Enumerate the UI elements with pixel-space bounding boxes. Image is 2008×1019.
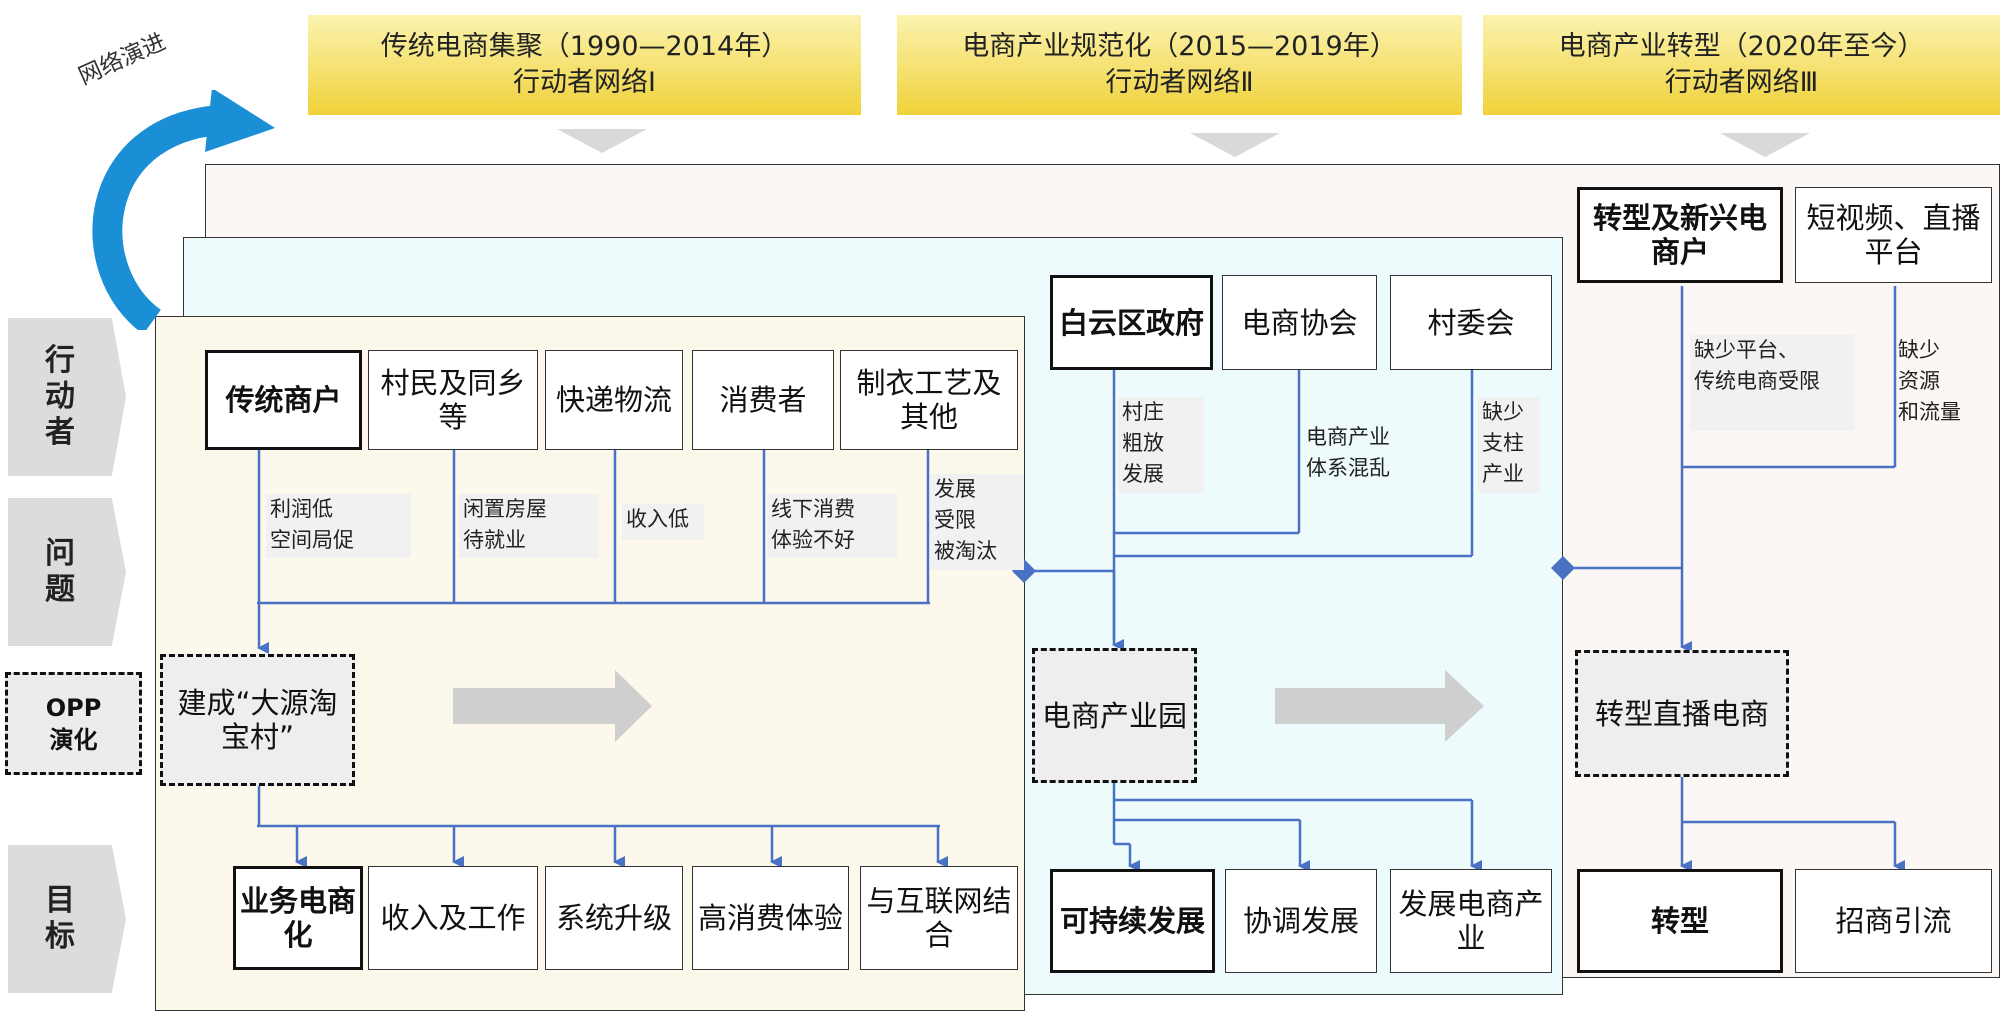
row-label-opp: OPP 演化 [5, 672, 142, 775]
opp-live-streaming-ecommerce: 转型直播电商 [1575, 650, 1789, 777]
goal-coordinated-development: 协调发展 [1225, 869, 1377, 973]
opp-ecommerce-industrial-park: 电商产业园 [1032, 648, 1197, 783]
goal-investment-traffic: 招商引流 [1795, 869, 1992, 973]
stage-period: 传统电商集聚（1990—2014年） [380, 31, 789, 62]
row-label-actors: 行 动 者 [8, 318, 126, 476]
goal-business-ecommerce: 业务电商化 [233, 866, 363, 970]
goal-internet-integration: 与互联网结合 [860, 866, 1018, 970]
stage-banner-1: 传统电商集聚（1990—2014年） 行动者网络Ⅰ [308, 15, 861, 115]
stage-period: 电商产业规范化（2015—2019年） [962, 31, 1397, 62]
goal-develop-ecommerce-industry: 发展电商产业 [1390, 869, 1552, 973]
goal-high-consumption-experience: 高消费体验 [692, 866, 849, 970]
goal-transformation: 转型 [1577, 869, 1783, 973]
problem-low-profit: 利润低 空间局促 [266, 494, 411, 558]
goal-income-work: 收入及工作 [368, 866, 538, 970]
stage-pointer-2 [1190, 133, 1280, 157]
problem-idle-housing: 闲置房屋 待就业 [459, 494, 599, 558]
problem-low-income: 收入低 [622, 504, 704, 540]
stage-network: 行动者网络Ⅰ [513, 67, 656, 98]
actor-short-video-platforms: 短视频、直播平台 [1795, 187, 1992, 283]
actor-consumers: 消费者 [692, 350, 834, 450]
problem-extensive-development: 村庄 粗放 发展 [1118, 397, 1204, 493]
problem-lack-platform: 缺少平台、 传统电商受限 [1690, 335, 1855, 431]
actor-villagers: 村民及同乡等 [368, 350, 538, 450]
actor-traditional-merchants: 传统商户 [205, 350, 362, 450]
goal-system-upgrade: 系统升级 [545, 866, 683, 970]
problem-development-limited: 发展 受限 被淘汰 [930, 474, 1024, 570]
actor-new-ecommerce-merchants: 转型及新兴电商户 [1577, 187, 1783, 283]
actor-village-committee: 村委会 [1390, 275, 1552, 370]
actor-baiyun-government: 白云区政府 [1050, 275, 1213, 370]
opp-dayuan-taobao-village: 建成“大源淘宝村” [160, 654, 355, 786]
stage-network: 行动者网络Ⅱ [1105, 67, 1254, 98]
actor-garment-craft: 制衣工艺及其他 [840, 350, 1018, 450]
stage-network: 行动者网络Ⅲ [1664, 67, 1819, 98]
problem-industry-chaos: 电商产业 体系混乱 [1306, 425, 1390, 480]
problem-offline-experience: 线下消费 体验不好 [767, 494, 897, 558]
stage-pointer-1 [557, 129, 647, 153]
stage-banner-2: 电商产业规范化（2015—2019年） 行动者网络Ⅱ [897, 15, 1462, 115]
stage-period: 电商产业转型（2020年至今） [1558, 31, 1925, 62]
stage-banner-3: 电商产业转型（2020年至今） 行动者网络Ⅲ [1483, 15, 2000, 115]
problem-no-pillar-industry: 缺少 支柱 产业 [1478, 397, 1540, 493]
stage-pointer-3 [1720, 133, 1810, 157]
row-label-goals: 目 标 [8, 845, 126, 993]
network-evolution-arrow-icon [92, 90, 275, 330]
row-label-problems: 问 题 [8, 498, 126, 646]
problem-lack-resources: 缺少 资源 和流量 [1898, 338, 1961, 424]
actor-ecommerce-association: 电商协会 [1222, 275, 1377, 370]
goal-sustainable-development: 可持续发展 [1050, 869, 1215, 973]
actor-express-logistics: 快递物流 [545, 350, 683, 450]
